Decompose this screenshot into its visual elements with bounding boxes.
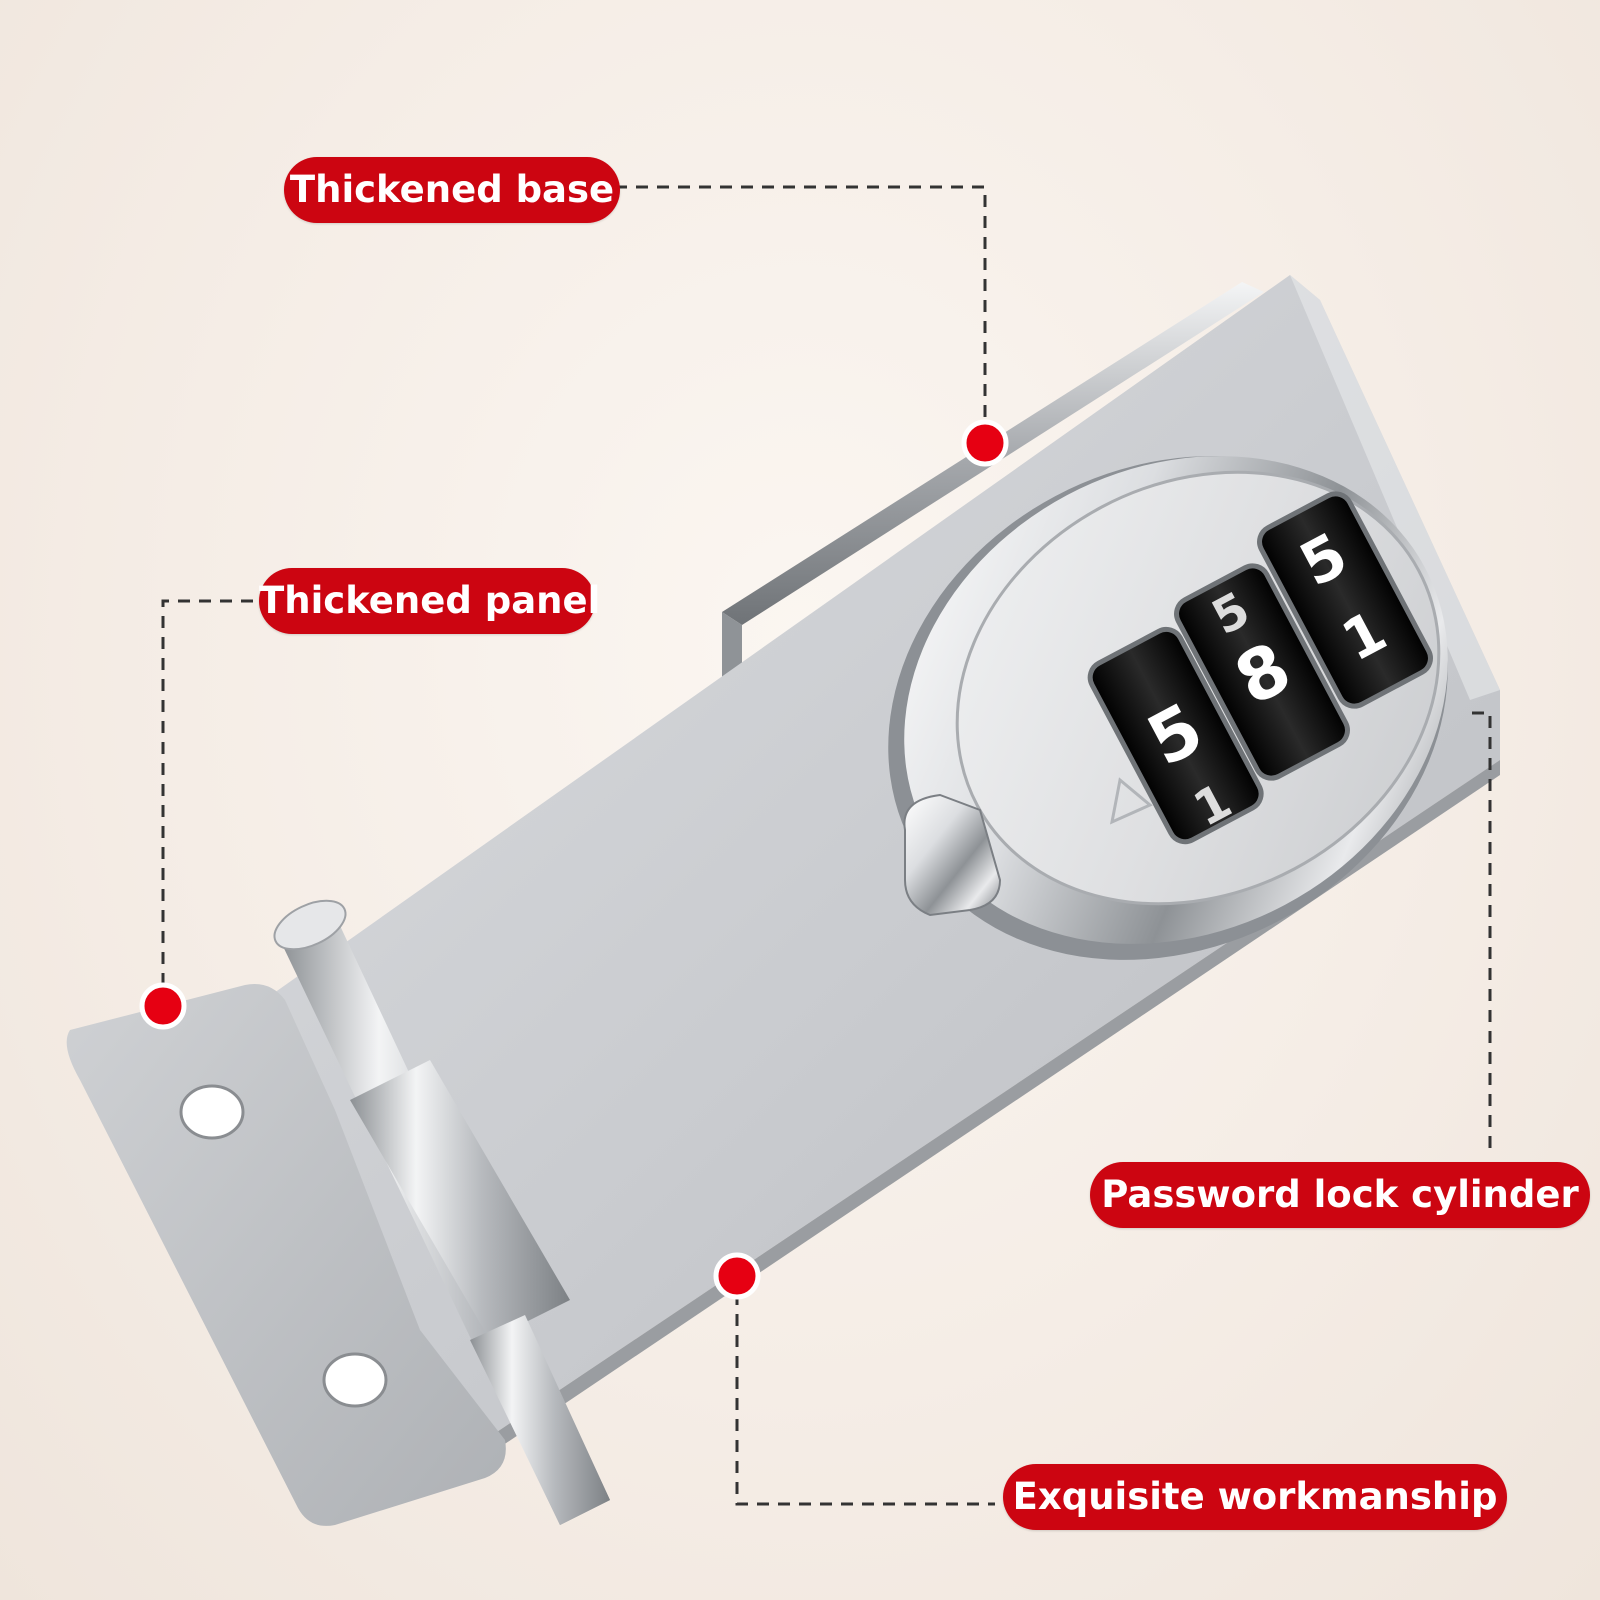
screw-hole [322, 1352, 388, 1408]
direction-arrow-icon [1109, 777, 1153, 825]
hinge-plate [66, 984, 506, 1526]
marker-dot-base [961, 419, 1009, 467]
dial-wheel-2: 5 8 [1174, 563, 1350, 781]
dial-wheel-3: 5 1 [1257, 491, 1433, 709]
leader-thickened-base [615, 185, 987, 430]
leader-thickened-panel [161, 599, 253, 988]
hinge-pin [273, 899, 610, 1525]
callout-thickened-panel: Thickened panel [259, 568, 600, 634]
dial-wheel-1: 5 1 [1087, 626, 1264, 845]
leader-exquisite-workmanship [735, 1272, 995, 1506]
leader-password-lock-cylinder [1472, 711, 1492, 1155]
screw-hole [179, 1084, 245, 1140]
callout-thickened-base: Thickened base [284, 157, 620, 223]
marker-dot-workmanship [713, 1252, 761, 1300]
leader-lines [161, 185, 1492, 1506]
marker-dot-panel [139, 982, 187, 1030]
release-button [903, 793, 1002, 917]
callout-exquisite-workmanship: Exquisite workmanship [1003, 1464, 1507, 1530]
marker-dots [139, 419, 1009, 1300]
callout-password-lock-cylinder: Password lock cylinder [1090, 1162, 1590, 1228]
